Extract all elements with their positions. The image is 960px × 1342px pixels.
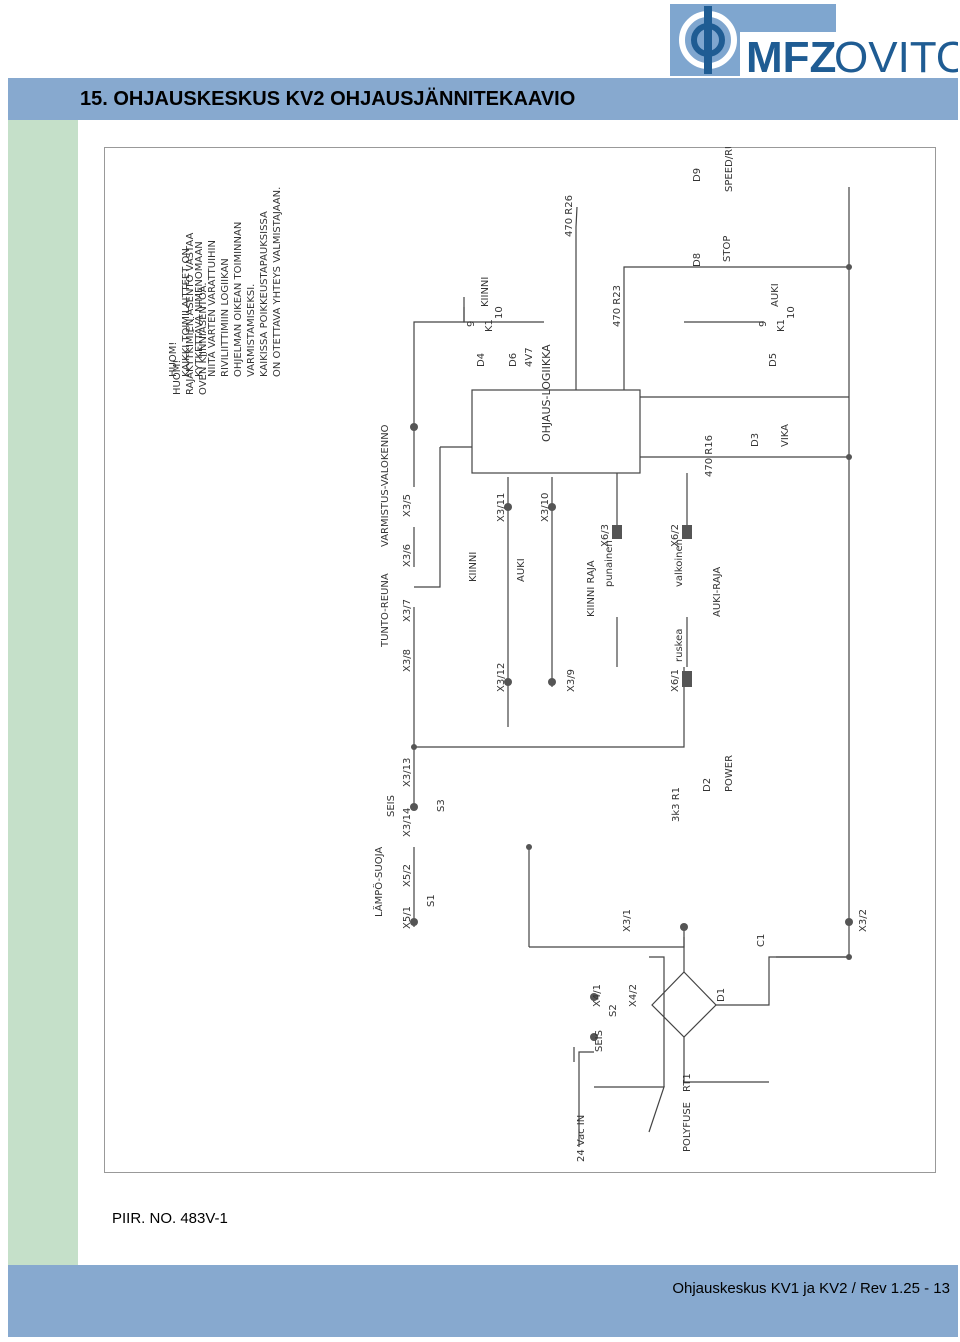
label-d5: D5 (768, 353, 779, 367)
label-speed: SPEED/RUNT (724, 147, 735, 192)
page-title: 15. OHJAUSKESKUS KV2 OHJAUSJÄNNITEKAAVIO (80, 88, 576, 110)
label-d2: D2 (702, 778, 713, 792)
label-x3-6: X3/6 (402, 544, 413, 567)
label-x6-3: X6/3 (600, 524, 611, 547)
label-pin10-closed: 10 (494, 306, 505, 319)
label-d4: D4 (476, 353, 487, 367)
note-block-actuators: HUOM! KAIKKI TOIMILAITTEET ON KYTKETTÄVÄ… (168, 187, 283, 377)
label-polyfuse: POLYFUSE (682, 1102, 693, 1152)
label-r1: 3k3 R1 (671, 787, 682, 822)
label-pin9-open: 9 (758, 321, 769, 327)
label-kiinni-raja: KIINNI RAJA (586, 560, 597, 617)
label-s2: S2 (608, 1004, 619, 1017)
label-relay-kiinni: KIINNI (480, 277, 491, 307)
mfz-ovitor-logo: MFZ OVITOR (670, 4, 958, 78)
label-x3-5: X3/5 (402, 494, 413, 517)
label-x3-10: X3/10 (540, 493, 551, 522)
svg-text:RAJAKYTKIMIEN ASENTO VASTAA: RAJAKYTKIMIEN ASENTO VASTAA (185, 233, 196, 395)
svg-text:KAIKKI TOIMILAITTEET ON: KAIKKI TOIMILAITTEET ON (181, 248, 192, 377)
label-x6-2: X6/2 (670, 524, 681, 547)
label-x3-13: X3/13 (402, 758, 413, 787)
logo-text-light: OVITOR (834, 33, 958, 78)
label-valkoinen: valkoinen (674, 539, 685, 587)
label-d3: D3 (750, 433, 761, 447)
label-x3-2: X3/2 (858, 909, 869, 932)
label-varmistus: VARMISTUS-VALOKENNO (380, 424, 391, 547)
logo-text-bold: MFZ (746, 33, 836, 78)
label-x3-14: X3/14 (402, 808, 413, 837)
label-rt1: RT1 (682, 1073, 693, 1092)
label-pin10-open: 10 (786, 306, 797, 319)
label-ruskea: ruskea (674, 629, 685, 662)
label-r26: 470 R26 (564, 195, 575, 237)
wiring-diagram: HUOM! RAJAKYTKIMIEN ASENTO VASTAA OVEN K… (104, 147, 936, 1173)
label-power: POWER (724, 755, 735, 792)
footer-bar (8, 1265, 958, 1337)
label-relay-auki: AUKI (770, 283, 781, 307)
label-x3-8: X3/8 (402, 649, 413, 672)
svg-text:VARMISTAMISEKSI.: VARMISTAMISEKSI. (246, 284, 257, 377)
label-d1: D1 (716, 988, 727, 1002)
label-x3-12: X3/12 (496, 663, 507, 692)
label-seis-s3: SEIS (386, 795, 397, 817)
header-bar (8, 78, 958, 120)
label-x5-1: X5/1 (402, 906, 413, 929)
label-x6-1: X6/1 (670, 669, 681, 692)
label-d6: D6 (508, 353, 519, 367)
label-4v7: 4V7 (524, 347, 535, 367)
label-x3-1: X3/1 (622, 909, 633, 932)
label-c1: C1 (756, 934, 767, 947)
label-d9: D9 (692, 168, 703, 182)
label-d8: D8 (692, 253, 703, 267)
label-k1-open: K1 (776, 319, 787, 332)
label-punainen: punainen (604, 540, 615, 587)
label-kiinni-switch: KIINNI (468, 552, 479, 582)
label-x3-9: X3/9 (566, 669, 577, 692)
drawing-number: PIIR. NO. 483V-1 (112, 1210, 228, 1227)
label-logic: OHJAUS-LOGIIKKA (540, 344, 553, 442)
svg-text:HUOM!: HUOM! (168, 342, 179, 377)
svg-text:ON OTETTAVA YHTEYS VALMISTAJAA: ON OTETTAVA YHTEYS VALMISTAJAAN. (272, 187, 283, 377)
label-s3: S3 (436, 799, 447, 812)
footer-text: Ohjauskeskus KV1 ja KV2 / Rev 1.25 - 13 (672, 1280, 950, 1297)
label-x4-2: X4/2 (628, 984, 639, 1007)
label-r16: 470 R16 (704, 435, 715, 477)
label-pin9-closed: 9 (466, 321, 477, 327)
side-bar (8, 120, 78, 1265)
note-block-limit-switches: HUOM! RAJAKYTKIMIEN ASENTO VASTAA OVEN K… (172, 233, 209, 395)
label-s1: S1 (426, 894, 437, 907)
label-x3-7: X3/7 (402, 599, 413, 622)
label-x5-2: X5/2 (402, 864, 413, 887)
svg-text:NIITÄ VARTEN VARATTUIHIN: NIITÄ VARTEN VARATTUIHIN (205, 240, 218, 377)
label-tunto: TUNTO-REUNA (380, 573, 391, 648)
svg-text:RIVILIITTIMIIN LOGIIKAN: RIVILIITTIMIIN LOGIIKAN (220, 258, 231, 377)
svg-text:OHJELMAN OIKEAN TOIMINNAN: OHJELMAN OIKEAN TOIMINNAN (233, 222, 244, 377)
label-supply: 24 Vac IN (576, 1115, 587, 1162)
label-x4-1: X4/1 (592, 984, 603, 1007)
label-seis-s2: SEIS (594, 1030, 605, 1052)
label-auki-switch: AUKI (516, 558, 527, 582)
label-k1-closed: K1 (484, 319, 495, 332)
label-lampo: LÄMPÖ-SUOJA (372, 847, 385, 917)
svg-text:KYTKETTÄVÄ NIMENOMAAN: KYTKETTÄVÄ NIMENOMAAN (192, 241, 205, 377)
label-vika: VIKA (780, 424, 791, 447)
label-x3-11: X3/11 (496, 493, 507, 522)
label-r23: 470 R23 (612, 285, 623, 327)
svg-text:OVEN KIINNIASENTOA.: OVEN KIINNIASENTOA. (198, 282, 209, 395)
label-stop: STOP (722, 236, 733, 262)
svg-text:HUOM!: HUOM! (172, 360, 183, 395)
svg-text:KAIKISSA POIKKEUSTAPAUKSISSA: KAIKISSA POIKKEUSTAPAUKSISSA (259, 211, 270, 377)
label-auki-raja: AUKI-RAJA (712, 567, 723, 617)
